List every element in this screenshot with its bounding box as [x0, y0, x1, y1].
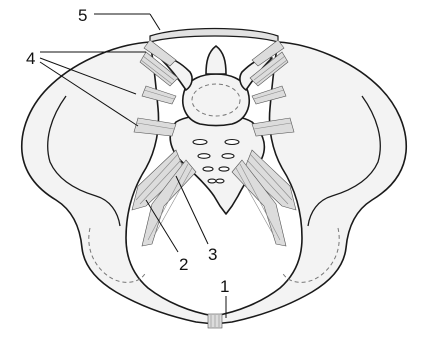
- sacral-foramen: [198, 154, 210, 159]
- spinous-process: [206, 46, 226, 74]
- iliolumbar-ligament: [150, 29, 278, 43]
- sacral-foramen: [225, 140, 239, 145]
- leader-3: [176, 176, 208, 244]
- sacral-foramen: [219, 167, 229, 171]
- sacral-foramen: [208, 179, 216, 183]
- vertebral-body: [183, 74, 249, 126]
- callout-4: 4: [26, 49, 35, 68]
- callout-2: 2: [179, 255, 188, 274]
- callout-5: 5: [78, 6, 87, 25]
- sacral-foramen: [203, 167, 213, 171]
- sacral-foramen: [193, 140, 207, 145]
- sacral-foramen: [222, 154, 234, 159]
- sacral-foramen: [216, 179, 224, 183]
- callout-1: 1: [220, 277, 229, 296]
- callout-3: 3: [208, 245, 217, 264]
